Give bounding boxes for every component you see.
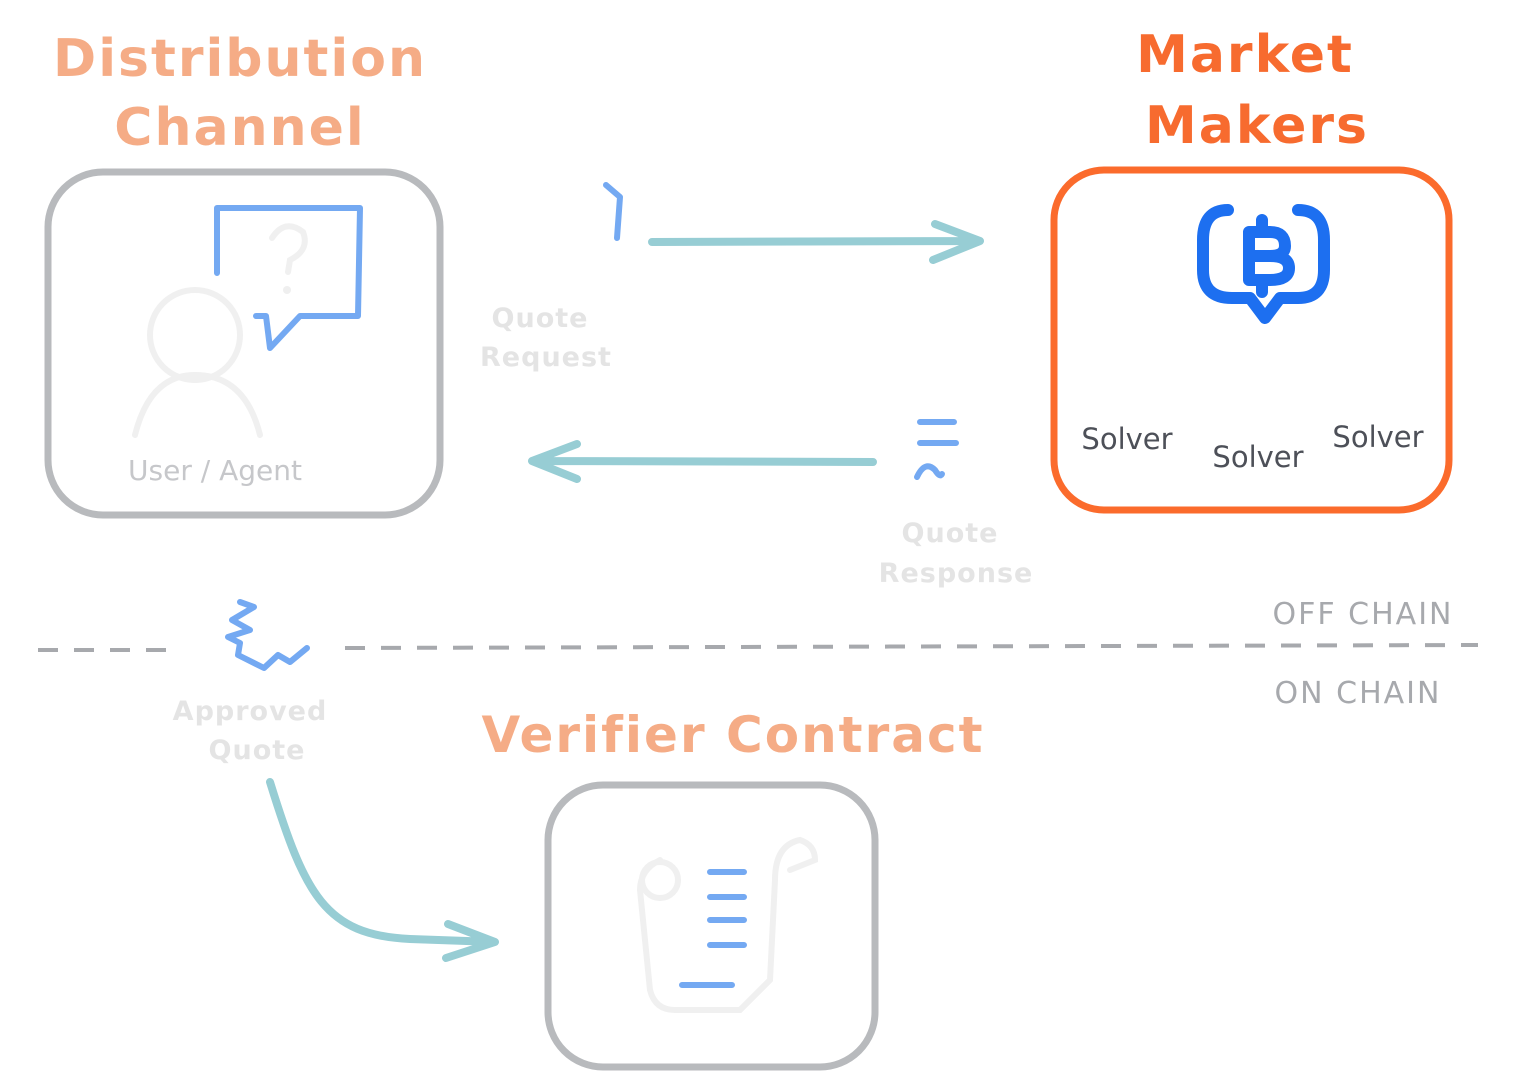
quote-response-arrow: [528, 440, 877, 483]
market-makers-box: [1050, 166, 1453, 514]
chain-boundary-line-right: [344, 643, 1479, 650]
quote-request-label-line1: Quote: [492, 303, 589, 334]
on-chain-label: ON CHAIN: [1275, 676, 1442, 711]
approved-quote-label-line2: Quote: [209, 735, 306, 766]
speech-bubble-icon: [214, 205, 363, 351]
verifier-contract-title: Verifier Contract: [481, 706, 984, 764]
response-mark-icon: [914, 419, 959, 480]
verifier-contract-box: [544, 781, 879, 1071]
user-agent-label: User / Agent: [128, 454, 302, 487]
off-chain-label: OFF CHAIN: [1273, 597, 1454, 632]
approved-quote-arrow: [266, 778, 499, 962]
document-scroll-icon: [636, 836, 819, 1013]
signature-icon: [225, 599, 310, 671]
market-makers-title-line1: Market: [1136, 25, 1354, 85]
request-mark-icon: [603, 182, 623, 241]
solver-label-3: Solver: [1332, 420, 1423, 454]
solver-label-2: Solver: [1212, 440, 1303, 474]
quote-response-label-line1: Quote: [902, 518, 999, 549]
quote-response-label-line2: Response: [879, 558, 1034, 589]
distribution-channel-title-line2: Channel: [114, 98, 365, 158]
distribution-channel-title-line1: Distribution: [53, 29, 427, 89]
quote-request-label-line2: Request: [480, 342, 612, 373]
user-icon: [132, 287, 263, 438]
approved-quote-label-line1: Approved: [173, 696, 328, 727]
bitcoin-chat-icon: [1197, 204, 1330, 324]
distribution-channel-box: [44, 168, 444, 519]
market-makers-title-line2: Makers: [1145, 96, 1369, 156]
solver-label-1: Solver: [1081, 422, 1172, 456]
quote-request-arrow: [648, 220, 984, 264]
